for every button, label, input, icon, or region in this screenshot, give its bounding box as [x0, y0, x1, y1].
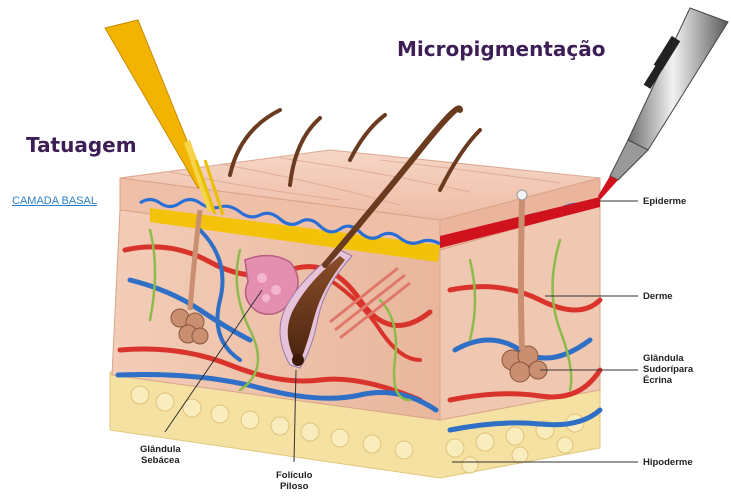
- tattoo-title: Tatuagem: [26, 133, 137, 157]
- sebaceous-gland-label-line1: Glândula: [140, 444, 181, 455]
- hypodermis-label: Hipoderme: [643, 457, 693, 468]
- micropigmentation-title: Micropigmentação: [397, 37, 606, 61]
- hair-follicle-label: Folículo Piloso: [276, 470, 312, 492]
- sweat-gland-label-line1: Glândula: [643, 353, 693, 364]
- sweat-gland-label-line3: Écrina: [643, 375, 693, 386]
- hair-follicle-label-line1: Folículo: [276, 470, 312, 481]
- sebaceous-gland-label: Glândula Sebácea: [140, 444, 181, 466]
- epidermis-label: Epiderme: [643, 196, 686, 207]
- sweat-gland-label-line2: Sudorípara: [643, 364, 693, 375]
- dermis-label: Derme: [643, 291, 673, 302]
- basal-layer-label: CAMADA BASAL: [12, 195, 97, 207]
- sweat-gland-label: Glândula Sudorípara Écrina: [643, 353, 693, 386]
- sebaceous-gland-label-line2: Sebácea: [140, 455, 181, 466]
- micropigmentation-pen-icon: [598, 8, 728, 200]
- hair-follicle-label-line2: Piloso: [276, 481, 312, 492]
